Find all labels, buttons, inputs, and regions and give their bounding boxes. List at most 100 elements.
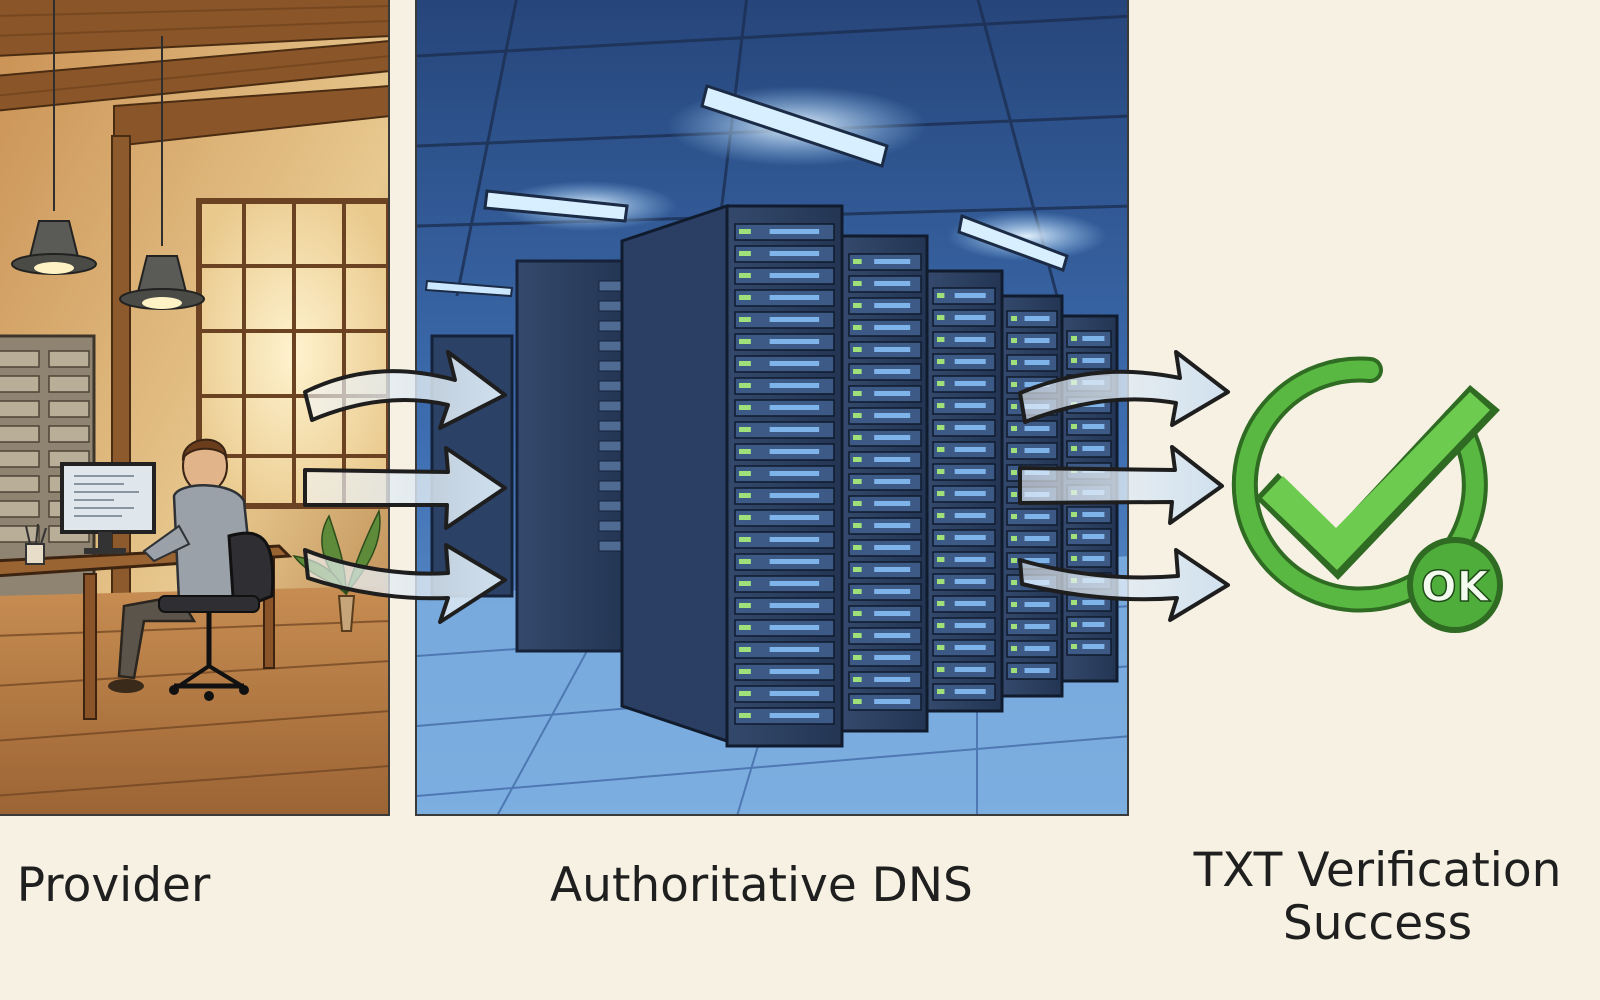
server-display	[769, 713, 820, 718]
server-display	[1082, 622, 1105, 627]
caption-txt-verification: TXT Verification Success	[1185, 843, 1570, 951]
server-display	[1082, 644, 1105, 649]
server-display	[874, 259, 911, 264]
server-led	[739, 295, 751, 300]
server-display	[769, 229, 820, 234]
office-chair	[158, 531, 275, 701]
server-led	[1071, 424, 1077, 429]
server-led	[1071, 446, 1077, 451]
server-display	[1024, 470, 1050, 475]
server-led	[937, 469, 945, 474]
office-panel	[0, 0, 390, 816]
caption-line-1: TXT Verification	[1193, 843, 1562, 898]
server-display	[874, 391, 911, 396]
server-display	[769, 471, 820, 476]
server-display	[874, 523, 911, 528]
server-display	[769, 449, 820, 454]
server-display	[769, 383, 820, 388]
server-display	[769, 317, 820, 322]
server-display	[954, 491, 986, 496]
server-led	[739, 427, 751, 432]
server-led	[1071, 600, 1077, 605]
server-led	[853, 523, 862, 528]
server-display	[1024, 558, 1050, 563]
server-led	[1071, 402, 1077, 407]
server-led	[739, 273, 751, 278]
server-led	[853, 413, 862, 418]
server-led	[937, 601, 945, 606]
server-display	[1024, 668, 1050, 673]
server-display	[1024, 580, 1050, 585]
server-display	[769, 691, 820, 696]
server-led	[937, 645, 945, 650]
server-led	[1011, 382, 1017, 387]
server-display	[1082, 402, 1105, 407]
server-led	[853, 479, 862, 484]
server-led	[853, 259, 862, 264]
server-display	[1082, 556, 1105, 561]
server-led	[853, 589, 862, 594]
datacenter-panel	[415, 0, 1129, 816]
server-display	[874, 435, 911, 440]
server-led	[937, 579, 945, 584]
server-led	[739, 251, 751, 256]
server-display	[769, 427, 820, 432]
server-led	[853, 545, 862, 550]
server-display	[1024, 338, 1050, 343]
server-display	[874, 457, 911, 462]
server-led	[1071, 380, 1077, 385]
server-display	[1024, 404, 1050, 409]
server-led	[937, 447, 945, 452]
server-led	[739, 383, 751, 388]
server-led	[739, 603, 751, 608]
server-display	[874, 545, 911, 550]
server-display	[954, 601, 986, 606]
caption-dns-provider: S Provider	[0, 858, 211, 913]
server-display	[1082, 446, 1105, 451]
server-display	[769, 295, 820, 300]
server-display	[1024, 426, 1050, 431]
server-display	[1082, 512, 1105, 517]
server-display	[769, 493, 820, 498]
server-led	[937, 315, 945, 320]
server-led	[853, 457, 862, 462]
server-led	[853, 501, 862, 506]
server-led	[739, 647, 751, 652]
server-display	[874, 699, 911, 704]
server-led	[853, 611, 862, 616]
server-display	[1082, 600, 1105, 605]
server-led	[1011, 668, 1017, 673]
server-display	[769, 361, 820, 366]
server-led	[1011, 470, 1017, 475]
server-led	[739, 405, 751, 410]
server-display	[954, 469, 986, 474]
server-display	[874, 303, 911, 308]
server-led	[937, 337, 945, 342]
server-led	[739, 361, 751, 366]
server-display	[954, 667, 986, 672]
server-led	[739, 229, 751, 234]
server-led	[1011, 624, 1017, 629]
server-led	[1011, 536, 1017, 541]
server-display	[954, 689, 986, 694]
server-led	[739, 317, 751, 322]
ok-badge-label: OK	[1421, 562, 1491, 611]
caption-line-2: Success	[1282, 895, 1473, 951]
server-display	[1024, 646, 1050, 651]
server-led	[937, 425, 945, 430]
server-display	[1082, 358, 1105, 363]
server-led	[937, 557, 945, 562]
pencil-cup	[25, 523, 47, 565]
server-led	[937, 623, 945, 628]
server-led	[1071, 512, 1077, 517]
server-led	[853, 347, 862, 352]
server-led	[937, 667, 945, 672]
server-led	[937, 513, 945, 518]
server-led	[853, 369, 862, 374]
server-led	[937, 689, 945, 694]
pendant-lamp-right	[119, 36, 205, 310]
ceiling-lights	[424, 84, 1107, 298]
server-led	[853, 633, 862, 638]
server-display	[1024, 448, 1050, 453]
server-display	[1082, 490, 1105, 495]
